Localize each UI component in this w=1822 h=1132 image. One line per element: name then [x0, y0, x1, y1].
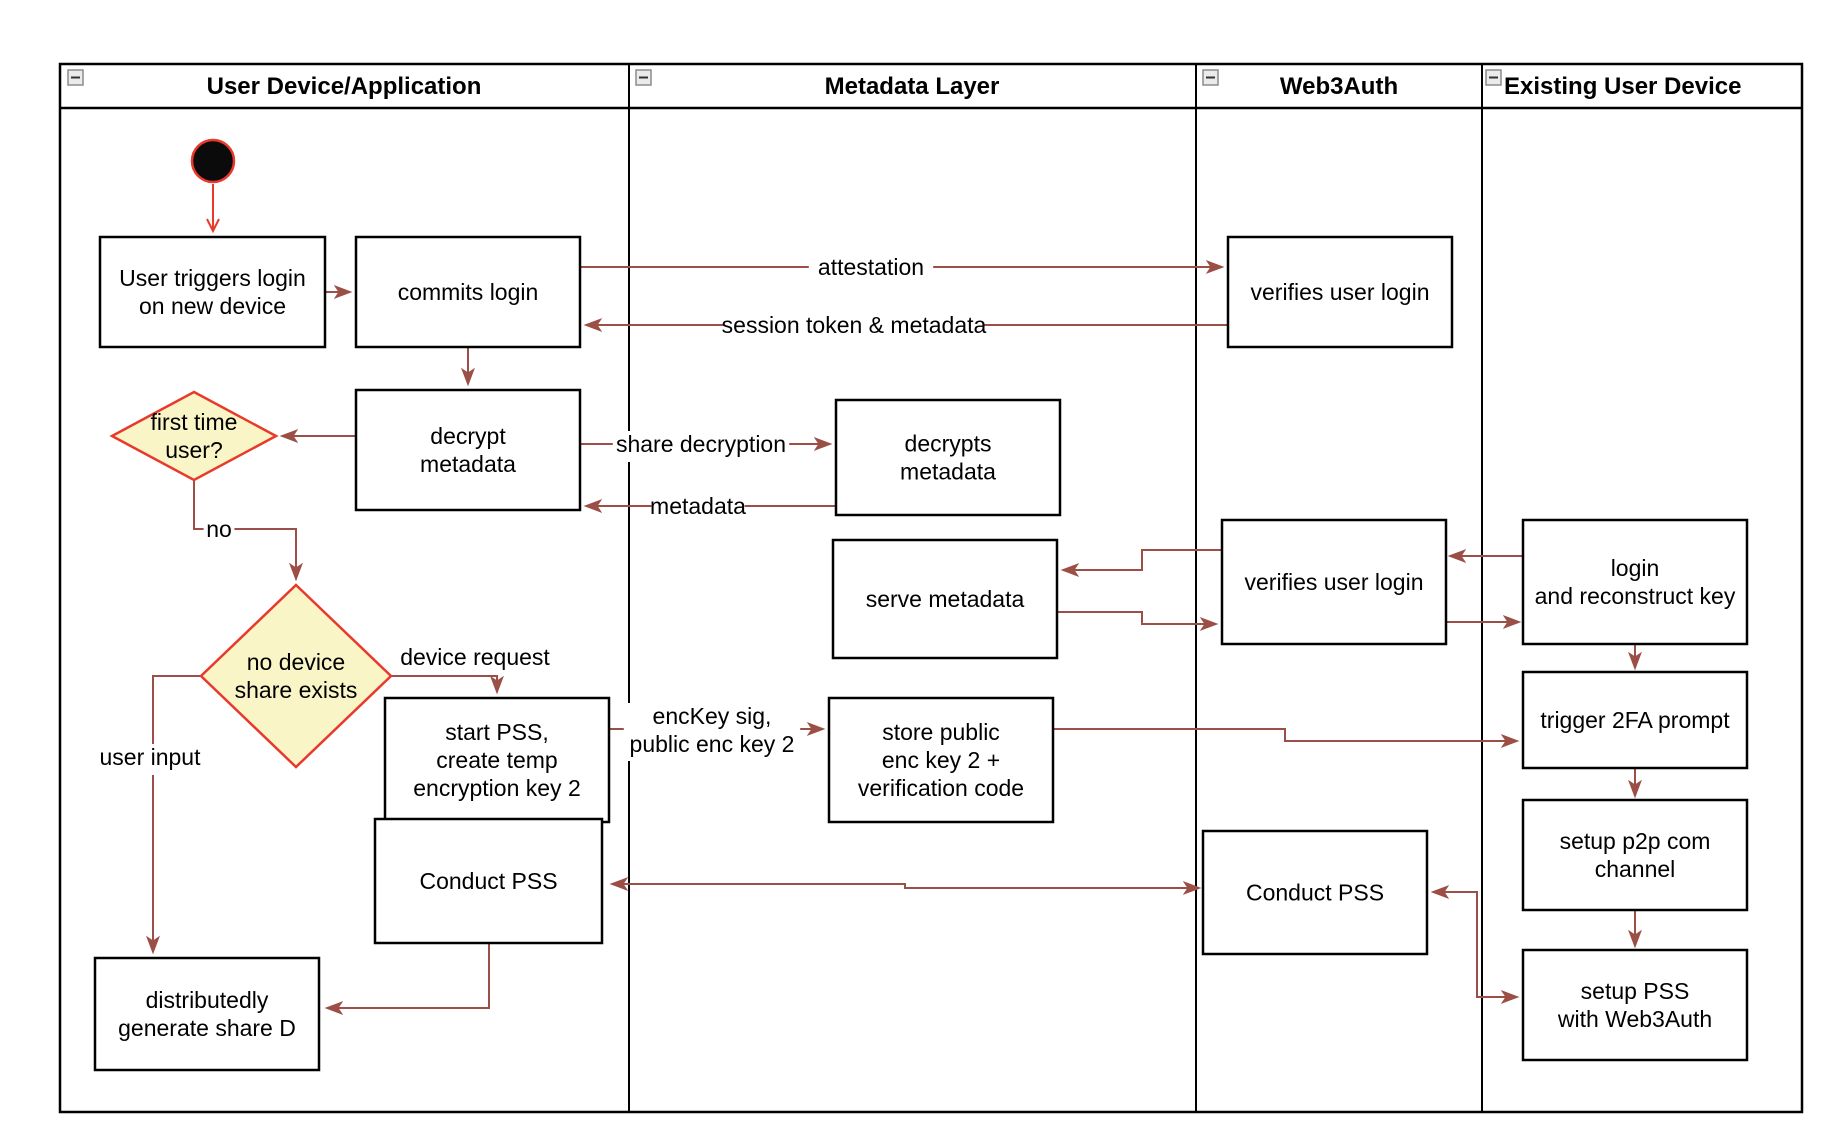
node-conduct-pss-right-label: Conduct PSS	[1246, 880, 1384, 906]
lane-title-existing-user-device: Existing User Device	[1504, 73, 1741, 100]
edge-label-share-decryption: share decryption	[616, 431, 786, 457]
edge-serve-to-verifies	[1057, 611, 1216, 624]
node-first-time-user-shape[interactable]	[109, 390, 279, 482]
edge-label-bg	[623, 703, 801, 761]
edge-store-to-trigger	[1053, 728, 1517, 741]
node-store-public-shape[interactable]	[827, 696, 1055, 824]
edge-label-metadata: metadata	[650, 493, 746, 519]
start-node-circle[interactable]	[190, 138, 236, 184]
edge-label-bg	[651, 493, 745, 524]
node-serve-metadata-shape[interactable]	[831, 538, 1059, 660]
node-commits-login-shape[interactable]	[354, 235, 582, 349]
lane-title-user-device: User Device/Application	[207, 73, 482, 100]
edge-label-enckey: encKey sig,public enc key 2	[630, 703, 795, 757]
edge-label-device-request: device request	[400, 644, 550, 670]
node-trigger-2fa[interactable]: trigger 2FA prompt	[1521, 670, 1749, 770]
edge-label-bg	[724, 312, 984, 343]
node-decrypts-metadata-shape[interactable]	[834, 398, 1062, 517]
node-serve-metadata[interactable]: serve metadata	[831, 538, 1059, 660]
edge-verifies-to-serve	[1063, 549, 1222, 570]
collapse-icon[interactable]	[635, 69, 652, 86]
edge-conduct-pss-link	[612, 884, 1199, 888]
node-conduct-pss-left[interactable]: Conduct PSS	[373, 817, 604, 945]
node-user-triggers-shape[interactable]	[98, 235, 327, 349]
node-conduct-pss-right-shape[interactable]	[1201, 829, 1429, 956]
collapse-icon[interactable]	[67, 69, 84, 86]
edge-label-no: no	[206, 516, 232, 542]
edge-no	[193, 480, 296, 579]
node-distributedly-shape[interactable]	[93, 956, 321, 1072]
node-verifies-login-2-shape[interactable]	[1220, 518, 1448, 646]
edge-label-bg	[808, 254, 934, 285]
node-verifies-login-1-shape[interactable]	[1226, 235, 1454, 349]
edge-label-attestation: attestation	[818, 254, 924, 280]
edge-label-bg	[93, 744, 207, 775]
node-start-pss-shape[interactable]	[383, 696, 611, 824]
lane-title-web3auth: Web3Auth	[1280, 73, 1398, 100]
node-verifies-login-1-label: verifies user login	[1251, 279, 1430, 305]
edge-device-request	[391, 675, 497, 692]
node-commits-login-label: commits login	[398, 279, 539, 305]
edge-label-session: session token & metadata	[722, 312, 987, 338]
node-login-reconstruct-shape[interactable]	[1521, 518, 1749, 646]
node-setup-pss-shape[interactable]	[1521, 948, 1749, 1062]
node-verifies-login-1[interactable]: verifies user login	[1226, 235, 1454, 349]
collapse-icon[interactable]	[1485, 69, 1502, 86]
edge-conduct-to-distributedly	[327, 943, 490, 1008]
node-commits-login[interactable]: commits login	[354, 235, 582, 349]
node-trigger-2fa-label: trigger 2FA prompt	[1540, 707, 1730, 733]
node-conduct-pss-right[interactable]: Conduct PSS	[1201, 829, 1429, 956]
edge-label-bg	[397, 644, 553, 675]
edge-label-bg	[203, 516, 235, 547]
node-verifies-login-2[interactable]: verifies user login	[1220, 518, 1448, 646]
collapse-icon[interactable]	[1202, 69, 1219, 86]
node-no-device-share-shape[interactable]	[199, 583, 393, 769]
node-conduct-pss-left-shape[interactable]	[373, 817, 604, 945]
node-conduct-pss-left-label: Conduct PSS	[419, 868, 557, 894]
edge-label-user-input: user input	[99, 744, 201, 770]
node-setup-p2p-shape[interactable]	[1521, 798, 1749, 912]
node-verifies-login-2-label: verifies user login	[1245, 569, 1424, 595]
node-decrypt-metadata-shape[interactable]	[354, 388, 582, 512]
edge-label-bg	[612, 431, 790, 462]
edge-conduct-setup-link	[1433, 892, 1517, 997]
node-start[interactable]	[190, 138, 236, 184]
lane-title-metadata-layer: Metadata Layer	[825, 73, 1000, 100]
node-serve-metadata-label: serve metadata	[866, 586, 1025, 612]
node-trigger-2fa-shape[interactable]	[1521, 670, 1749, 770]
edge-user-input	[153, 675, 201, 952]
